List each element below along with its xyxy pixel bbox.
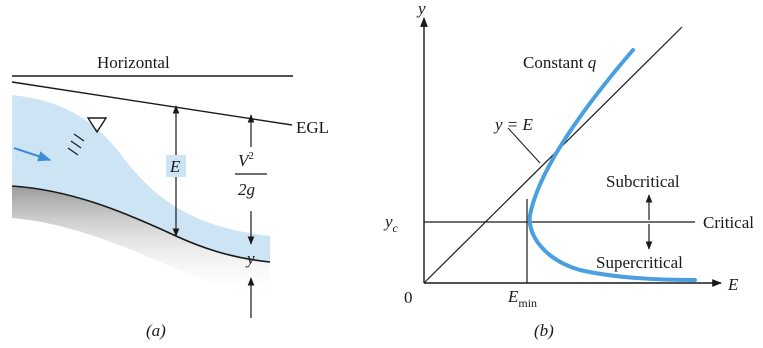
velocity-head-numerator: V2 [238,150,254,170]
channel-bed-line [11,185,271,263]
emin-label: Emin [507,287,537,310]
y-axis-label: y [416,0,426,18]
egl-label: EGL [296,118,329,137]
e-label: E [169,157,181,176]
surface-tick-2 [70,140,82,149]
y-equals-e-leader [507,127,541,164]
water-surface-symbol [86,117,108,134]
constant-q-label: Constant q [523,53,597,72]
panel-b-caption: (b) [534,321,554,340]
depth-y-label: y [245,249,255,268]
specific-energy-curve [527,48,697,282]
yc-label: yc [383,212,399,235]
subcritical-label: Subcritical [606,172,680,191]
panel-b: y E 0 y = E Critical yc Emin Constant q … [383,0,754,340]
critical-label: Critical [703,213,754,232]
surface-tick-1 [73,133,85,142]
x-axis-label: E [727,275,739,294]
surface-tick-3 [67,147,79,156]
channel-bed-shading [12,186,270,300]
flow-direction-arrow [13,146,52,162]
e-label-bg [166,155,186,177]
velocity-head-denominator: 2g [238,180,255,199]
panel-a: Horizontal EGL E V2 2g y (a) [11,53,329,340]
horizontal-label: Horizontal [97,53,170,72]
egl-line [11,81,293,126]
supercritical-label: Supercritical [596,253,683,272]
panel-a-caption: (a) [146,321,166,340]
y-equals-e-label: y = E [493,115,534,134]
water-region [12,95,270,262]
origin-label: 0 [404,288,413,307]
